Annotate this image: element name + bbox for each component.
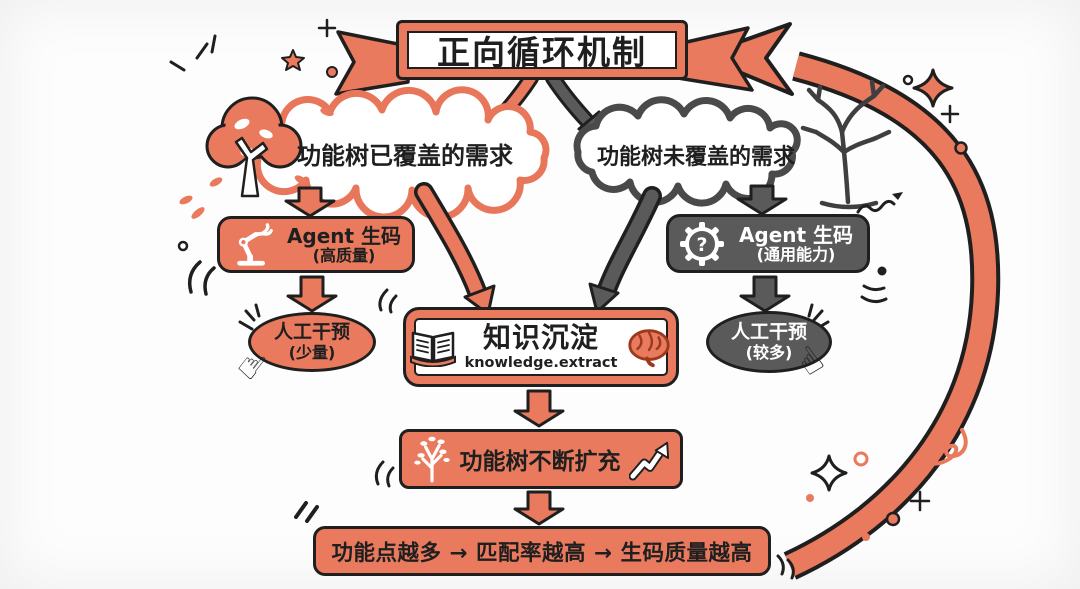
intervention-high: 人工干预 (较多) <box>706 311 832 373</box>
speed-lines-knowledge <box>378 288 398 314</box>
cloud-left <box>253 86 550 221</box>
agent-box-covered: Agent 生码 (高质量) <box>217 216 415 273</box>
expand-to-bottom-arrow <box>513 490 565 526</box>
sparkle-decorations-bottom-right <box>806 428 968 541</box>
loop-arrow <box>698 22 1001 580</box>
cloud-to-agent-left-arrow <box>284 186 336 218</box>
trend-up-icon <box>628 441 669 481</box>
agent-covered-title: Agent 生码 <box>286 223 402 248</box>
agent-to-intervention-right-arrow <box>739 275 791 313</box>
agent-box-uncovered: ? Agent 生码 (通用能力) <box>666 214 870 273</box>
agent-to-intervention-left-arrow <box>286 275 338 313</box>
expand-box: 功能树不断扩充 <box>399 429 683 489</box>
banner-ribbon-tails <box>334 26 754 96</box>
gear-question-icon: ? <box>679 221 725 267</box>
intervention-high-subtitle: (较多) <box>745 342 793 362</box>
speed-lines-expand <box>374 460 395 488</box>
agent-uncovered-subtitle: (通用能力) <box>756 244 836 264</box>
intervention-low: 人工干预 (少量) <box>248 312 376 372</box>
agent-covered-subtitle: (高质量) <box>312 245 376 265</box>
expand-box-label: 功能树不断扩充 <box>459 449 621 475</box>
bare-tree-icon <box>800 79 892 210</box>
knowledge-box: 知识沉淀 knowledge.extract <box>403 307 679 387</box>
gear-question-mark: ? <box>696 233 708 256</box>
speed-lines-bottom <box>294 501 795 580</box>
bottom-summary-label: 功能点越多 → 匹配率越高 → 生码质量越高 <box>331 540 753 566</box>
open-book-icon <box>409 331 456 367</box>
banner-title: 正向循环机制 <box>437 33 647 72</box>
intervention-low-subtitle: (少量) <box>288 342 336 362</box>
cloud-left-label: 功能树已覆盖的需求 <box>297 142 513 170</box>
growing-tree-icon <box>413 436 450 483</box>
intervention-low-title: 人工干预 <box>273 320 350 343</box>
sparkle-decorations-left-column <box>177 195 261 331</box>
sparkle-decorations-top-left <box>169 18 338 78</box>
banner: 正向循环机制 <box>396 20 688 80</box>
knowledge-subtitle: knowledge.extract <box>464 354 618 371</box>
sparkle-decorations-top-right <box>902 68 968 155</box>
right-cloud-to-knowledge-arrow <box>588 186 662 314</box>
bottom-summary-box: 功能点越多 → 匹配率越高 → 生码质量越高 <box>313 526 771 576</box>
gear-icon <box>680 221 724 266</box>
brain-icon <box>628 329 671 368</box>
intervention-high-title: 人工干预 <box>730 320 807 343</box>
knowledge-to-expand-arrow <box>513 389 565 428</box>
leafy-tree-icon <box>205 96 334 198</box>
agent-uncovered-title: Agent 生码 <box>738 222 854 247</box>
cloud-right-label: 功能树未覆盖的需求 <box>596 145 795 170</box>
robot-arm-icon <box>237 222 273 266</box>
cloud-to-agent-right-arrow <box>736 184 788 216</box>
knowledge-title: 知识沉淀 <box>482 320 599 354</box>
